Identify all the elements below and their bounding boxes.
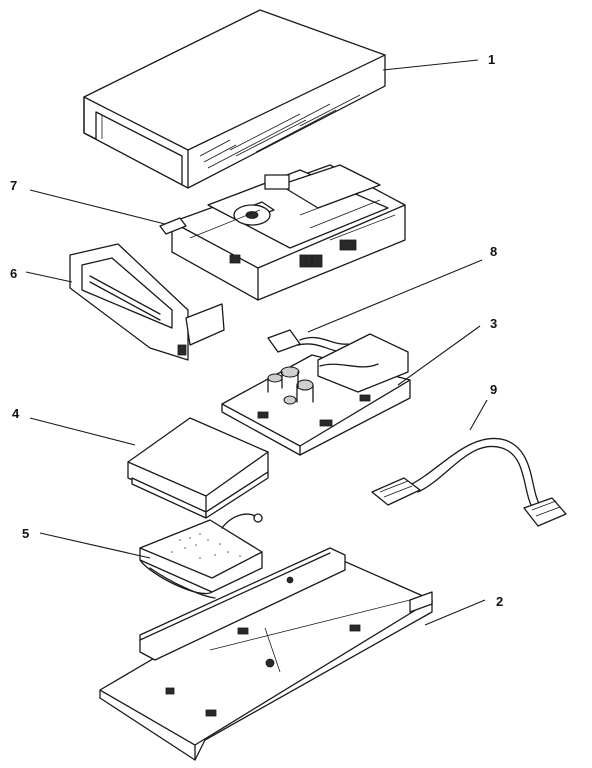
part-6-front-bezel bbox=[69, 243, 225, 361]
leader-2 bbox=[424, 599, 486, 626]
callout-3: 3 bbox=[490, 316, 497, 331]
leader-5 bbox=[39, 532, 151, 559]
leader-1 bbox=[382, 59, 479, 71]
part-9-interface-cable bbox=[371, 437, 567, 527]
leader-8 bbox=[307, 259, 483, 333]
callout-8: 8 bbox=[490, 244, 497, 259]
part-8-power-cable bbox=[267, 329, 351, 353]
callout-7: 7 bbox=[10, 178, 17, 193]
callout-9: 9 bbox=[490, 382, 497, 397]
part-4-drive-unit bbox=[127, 417, 269, 519]
leader-9 bbox=[469, 399, 488, 431]
leader-3 bbox=[397, 325, 481, 386]
part-7-drive-mechanism bbox=[159, 164, 406, 301]
leader-7 bbox=[29, 189, 166, 225]
callout-1: 1 bbox=[488, 52, 495, 67]
part-3-power-supply-board bbox=[221, 333, 411, 456]
leader-4 bbox=[29, 417, 136, 446]
callout-4: 4 bbox=[12, 406, 20, 421]
callout-6: 6 bbox=[10, 266, 17, 281]
part-5-battery-pack bbox=[139, 513, 263, 599]
part-2-base-chassis bbox=[99, 547, 433, 761]
part-1-top-cover bbox=[83, 9, 386, 189]
callout-2: 2 bbox=[496, 594, 503, 609]
callout-labels: 1 2 3 4 5 6 7 8 9 bbox=[10, 52, 503, 609]
leader-6 bbox=[25, 271, 73, 283]
leader-lines bbox=[25, 59, 488, 626]
callout-5: 5 bbox=[22, 526, 29, 541]
